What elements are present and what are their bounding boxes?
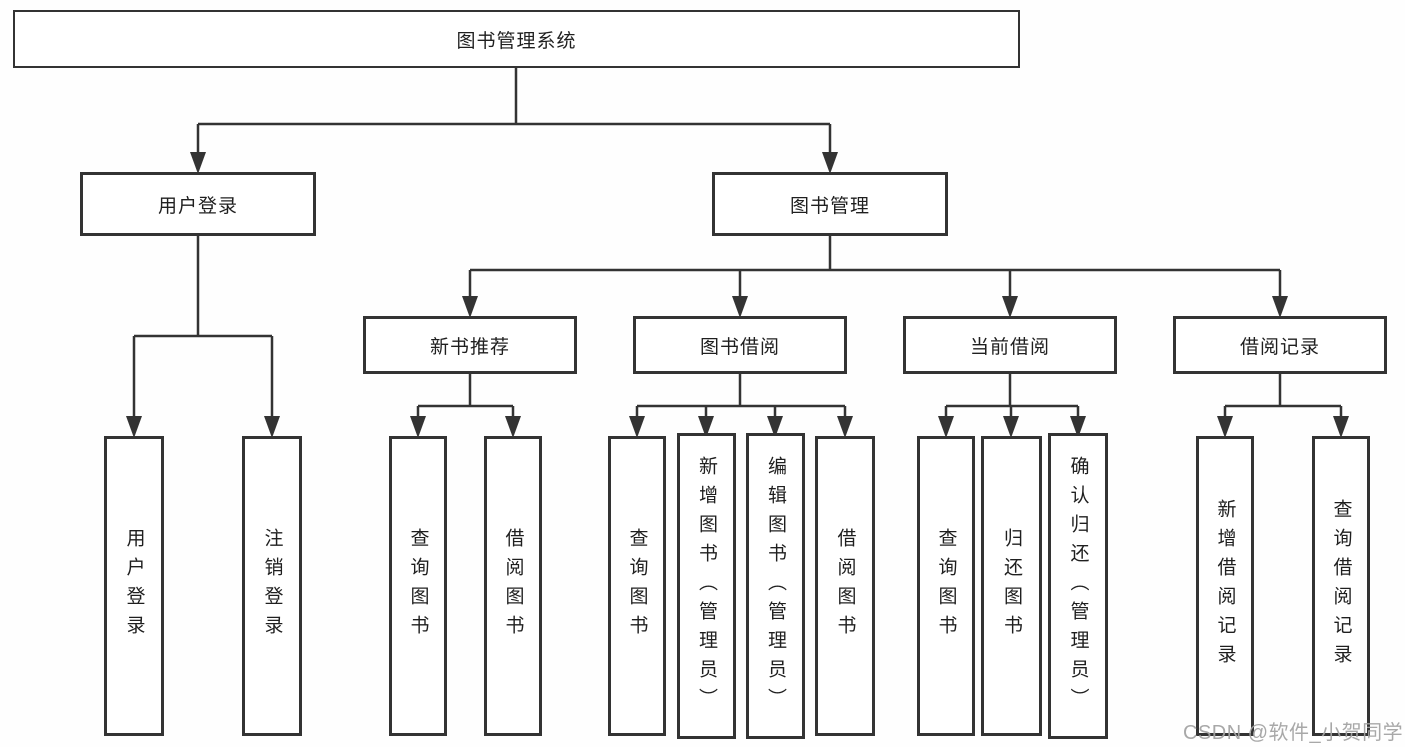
leaf-add-borrow-record: 新增借阅记录 [1196,436,1254,736]
arrowheads [126,152,1349,438]
node-label: 新增借阅记录 [1214,499,1236,673]
leaf-edit-book-admin: 编辑图书（管理员） [746,433,805,739]
csdn-watermark: CSDN @软件_小贺同学 [1183,722,1404,744]
node-label: 图书管理系统 [456,30,577,52]
node-label: 查询图书 [626,528,648,644]
node-user-login-group: 用户登录 [80,172,316,236]
leaf-return-book: 归还图书 [981,436,1042,736]
node-label: 查询借阅记录 [1330,499,1352,673]
node-label: 编辑图书（管理员） [765,455,786,717]
node-book-borrow: 图书借阅 [633,316,847,374]
leaf-query-book-current: 查询图书 [917,436,975,736]
node-label: 借阅记录 [1239,336,1320,358]
node-label: 新书推荐 [429,336,510,358]
node-label: 用户登录 [157,195,238,217]
leaf-borrow-book: 借阅图书 [815,436,875,736]
leaf-user-login: 用户登录 [104,436,164,736]
leaf-logout: 注销登录 [242,436,302,736]
node-book-management-group: 图书管理 [712,172,948,236]
node-label: 图书管理 [789,195,870,217]
node-label: 注销登录 [261,528,283,644]
leaf-confirm-return-admin: 确认归还（管理员） [1048,433,1108,739]
node-label: 借阅图书 [834,528,856,644]
node-label: 查询图书 [407,528,429,644]
node-label: 查询图书 [935,528,957,644]
node-new-book-recommend: 新书推荐 [363,316,577,374]
node-label: 当前借阅 [969,336,1050,358]
leaf-query-borrow-record: 查询借阅记录 [1312,436,1370,736]
leaf-query-book-recommend: 查询图书 [389,436,447,736]
node-label: 图书借阅 [699,336,780,358]
leaf-add-book-admin: 新增图书（管理员） [677,433,736,739]
node-borrow-records: 借阅记录 [1173,316,1387,374]
node-label: 确认归还（管理员） [1067,455,1089,717]
node-library-management-system: 图书管理系统 [13,10,1020,68]
node-label: 借阅图书 [502,528,524,644]
leaf-borrow-book-recommend: 借阅图书 [484,436,542,736]
node-current-borrow: 当前借阅 [903,316,1117,374]
node-label: 用户登录 [123,528,145,644]
node-label: 归还图书 [1001,528,1022,644]
node-label: 新增图书（管理员） [696,455,717,717]
leaf-query-book-borrow: 查询图书 [608,436,666,736]
